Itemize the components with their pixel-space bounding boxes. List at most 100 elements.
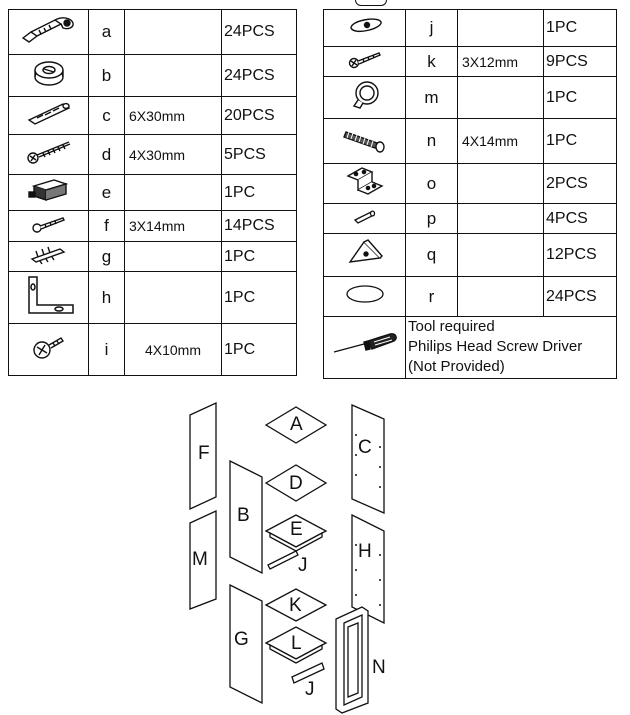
- tool-required-row: Tool required Philips Head Screw Driver …: [323, 316, 617, 379]
- panel-g: [229, 583, 263, 705]
- part-letter: h: [88, 271, 125, 324]
- panel-a: [264, 406, 328, 444]
- part-spec: [124, 174, 222, 211]
- part-letter: n: [405, 118, 458, 164]
- wall-anchor-icon: [26, 243, 72, 265]
- part-qty: 1PC: [221, 323, 297, 376]
- table-row: e 1PC: [8, 174, 297, 211]
- part-qty: 20PCS: [221, 96, 297, 135]
- table-row: q 12PCS: [323, 233, 617, 277]
- part-qty: 5PCS: [221, 134, 297, 175]
- hardware-table-right: j 1PC k 3X12mm 9PCS m 1PC n 4X14mm 1P: [323, 9, 617, 379]
- panel-k: [264, 588, 328, 622]
- panel-j-upper: [267, 550, 299, 570]
- screw-icon: [345, 48, 385, 70]
- panel-j-lower: [291, 662, 325, 684]
- part-spec: [124, 54, 222, 97]
- panel-c: [351, 404, 385, 514]
- cam-bolt-icon: [19, 14, 79, 46]
- table-row: b 24PCS: [8, 54, 297, 97]
- part-qty: 24PCS: [221, 9, 297, 55]
- part-letter: r: [405, 276, 458, 317]
- tool-required-text: Tool required Philips Head Screw Driver …: [405, 316, 617, 379]
- table-row: i 4X10mm 1PC: [8, 323, 297, 376]
- panel-b: [229, 459, 263, 575]
- table-row: f 3X14mm 14PCS: [8, 210, 297, 242]
- part-letter: d: [88, 134, 125, 175]
- part-spec: 3X12mm: [457, 46, 544, 77]
- part-letter: o: [405, 163, 458, 204]
- wood-screw-icon: [23, 138, 75, 166]
- label-a: A: [290, 414, 303, 435]
- part-letter: k: [405, 46, 458, 77]
- panel-m: [189, 509, 217, 610]
- part-spec: [124, 9, 222, 55]
- table-row: r 24PCS: [323, 276, 617, 317]
- part-letter: e: [88, 174, 125, 211]
- knob-icon: [348, 78, 382, 112]
- part-qty: 24PCS: [221, 54, 297, 97]
- part-spec: [457, 76, 544, 119]
- tool-note: (Not Provided): [408, 358, 505, 375]
- table-row: m 1PC: [323, 76, 617, 119]
- part-spec: 3X14mm: [124, 210, 222, 242]
- label-j-upper: J: [298, 555, 308, 576]
- table-row: n 4X14mm 1PC: [323, 118, 617, 164]
- label-c: C: [358, 437, 372, 458]
- label-f: F: [198, 443, 210, 464]
- part-spec: [457, 276, 544, 317]
- part-qty: 9PCS: [543, 46, 617, 77]
- part-letter: q: [405, 233, 458, 277]
- panel-d: [264, 464, 328, 502]
- part-letter: b: [88, 54, 125, 97]
- part-spec: [124, 241, 222, 272]
- label-n: N: [372, 657, 386, 678]
- header-crop-fragment: [355, 0, 387, 6]
- table-row: g 1PC: [8, 241, 297, 272]
- part-spec: 4X10mm: [124, 323, 222, 376]
- label-m: M: [192, 549, 208, 570]
- label-d: D: [289, 473, 303, 494]
- table-row: h 1PC: [8, 271, 297, 324]
- part-qty: 4PCS: [543, 203, 617, 234]
- tool-name: Philips Head Screw Driver: [408, 338, 583, 355]
- part-qty: 14PCS: [221, 210, 297, 242]
- table-row: p 4PCS: [323, 203, 617, 234]
- part-qty: 1PC: [221, 174, 297, 211]
- magnetic-catch-icon: [26, 176, 72, 204]
- label-g: G: [234, 629, 249, 650]
- short-screw-icon: [29, 332, 69, 362]
- tool-required-label: Tool required: [408, 318, 495, 335]
- part-letter: g: [88, 241, 125, 272]
- part-letter: m: [405, 76, 458, 119]
- hinge-icon: [342, 165, 388, 199]
- part-qty: 1PC: [221, 241, 297, 272]
- part-qty: 2PCS: [543, 163, 617, 204]
- bolt-icon: [340, 124, 390, 154]
- wood-dowel-icon: [23, 100, 75, 126]
- part-letter: a: [88, 9, 125, 55]
- part-letter: p: [405, 203, 458, 234]
- table-row: k 3X12mm 9PCS: [323, 46, 617, 77]
- panel-layout-diagram: F M B G A D E J K L J C H N: [189, 401, 386, 714]
- screwdriver-icon: [330, 330, 400, 360]
- part-letter: f: [88, 210, 125, 242]
- corner-block-icon: [344, 236, 386, 270]
- part-spec: [457, 9, 544, 47]
- part-spec: 4X14mm: [457, 118, 544, 164]
- shelf-pin-icon: [349, 206, 381, 226]
- part-qty: 1PC: [543, 118, 617, 164]
- part-letter: j: [405, 9, 458, 47]
- panel-h: [351, 513, 385, 625]
- label-b: B: [237, 505, 250, 526]
- panel-f: [189, 401, 217, 511]
- part-qty: 1PC: [543, 9, 617, 47]
- part-qty: 12PCS: [543, 233, 617, 277]
- hardware-table-left: a 24PCS b 24PCS c 6X30mm 20PCS d 4X30mm: [8, 9, 297, 376]
- part-spec: [457, 163, 544, 204]
- table-row: a 24PCS: [8, 9, 297, 55]
- part-spec: [124, 271, 222, 324]
- table-row: o 2PCS: [323, 163, 617, 204]
- part-letter: c: [88, 96, 125, 135]
- label-h: H: [358, 541, 372, 562]
